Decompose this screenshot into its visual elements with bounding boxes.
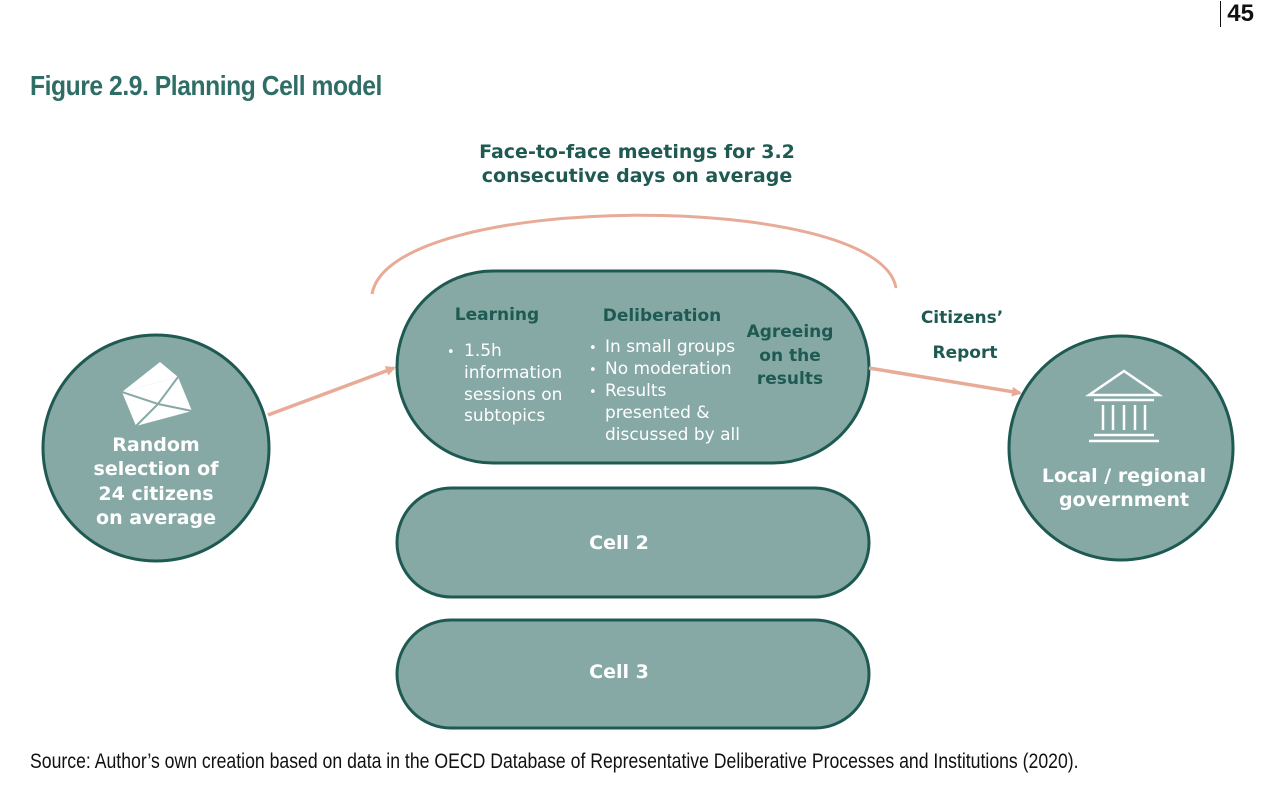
cell-1-pill: [395, 269, 871, 465]
deliberation-bullet-1: •: [589, 341, 597, 356]
deliberation-bullet-2: •: [589, 363, 597, 378]
page-number-text: 45: [1227, 0, 1254, 27]
deliberation-line-3: Results: [605, 381, 667, 401]
learning-title: Learning: [455, 305, 539, 325]
government-line-1: Local / regional: [1042, 465, 1206, 487]
cell-2-pill: [395, 486, 871, 599]
learning-line-1: 1.5h: [464, 341, 502, 361]
deliberation-line-1: In small groups: [605, 337, 735, 357]
random-selection-line-3: 24 citizens: [98, 483, 213, 505]
agreeing-line-3: results: [757, 369, 823, 389]
random-selection-line-1: Random: [112, 434, 199, 456]
cell-to-government-arrow: [868, 366, 1022, 397]
deliberation-line-4: presented &: [605, 403, 710, 423]
page-number: 45: [1219, 0, 1254, 28]
page-number-divider: [1219, 1, 1222, 27]
learning-bullet: •: [447, 345, 455, 360]
meeting-caption-line-1: Face-to-face meetings for 3.2: [479, 141, 795, 163]
source-note: Source: Author’s own creation based on d…: [30, 750, 1079, 773]
deliberation-title: Deliberation: [603, 306, 722, 326]
random-selection-circle: [41, 333, 271, 563]
citizens-report-line-2: Report: [933, 343, 998, 363]
figure-title: Figure 2.9. Planning Cell model: [30, 70, 382, 101]
agreeing-line-2: on the: [759, 346, 820, 366]
government-line-2: government: [1059, 489, 1189, 511]
deliberation-bullet-3: •: [589, 385, 597, 400]
cell-2-label: Cell 2: [589, 532, 649, 554]
cell-3-pill: [395, 618, 871, 730]
learning-line-4: subtopics: [464, 406, 545, 426]
citizens-report-line-1: Citizens’: [921, 308, 1003, 328]
envelope-icon: [121, 362, 193, 427]
selection-to-cell-arrow: [267, 366, 396, 417]
cell-3-label: Cell 3: [589, 661, 649, 683]
random-selection-line-4: on average: [96, 507, 216, 529]
government-building-icon: [1084, 369, 1164, 443]
learning-line-3: sessions on: [464, 385, 562, 405]
agreeing-line-1: Agreeing: [747, 322, 834, 342]
deliberation-line-5: discussed by all: [605, 425, 740, 445]
learning-line-2: information: [464, 363, 562, 383]
government-circle: [1007, 334, 1235, 562]
deliberation-line-2: No moderation: [605, 359, 732, 379]
meeting-duration-arc: [370, 213, 898, 295]
random-selection-line-2: selection of: [94, 458, 220, 480]
meeting-caption-line-2: consecutive days on average: [482, 165, 792, 187]
